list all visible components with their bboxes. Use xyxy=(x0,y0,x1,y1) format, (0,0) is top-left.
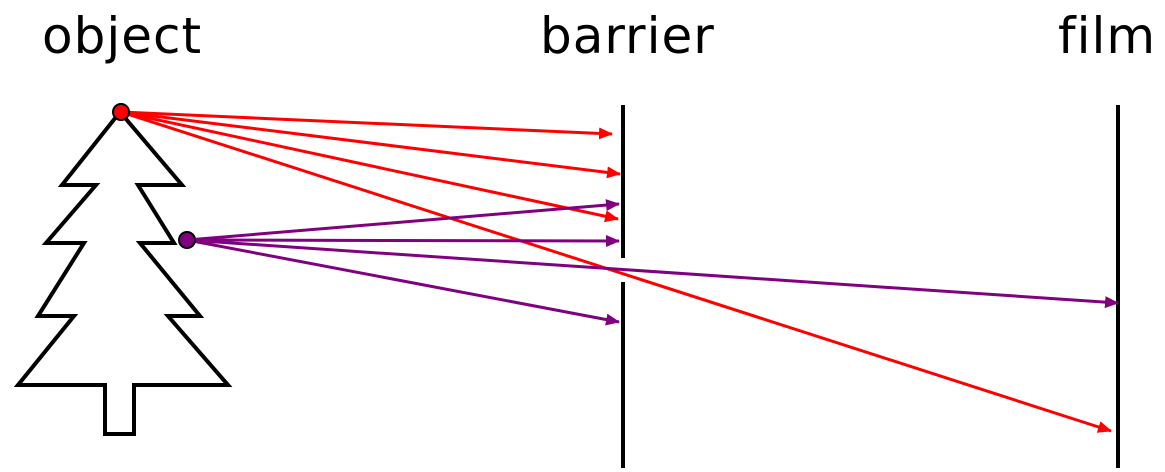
tree-top-point xyxy=(112,103,130,121)
red-ray xyxy=(120,110,613,140)
red-ray xyxy=(120,110,621,179)
barrier-label: barrier xyxy=(540,7,715,65)
red-ray-through-pinhole xyxy=(120,110,1112,433)
red-ray xyxy=(120,110,619,223)
purple-ray xyxy=(186,238,620,326)
object-label: object xyxy=(42,7,203,65)
tree-outline xyxy=(13,108,233,436)
tree-branch-point xyxy=(178,231,196,249)
purple-ray-through-pinhole xyxy=(186,238,1119,309)
film-label: film xyxy=(1058,7,1157,65)
purple-ray xyxy=(186,199,620,242)
purple-ray xyxy=(186,234,620,247)
